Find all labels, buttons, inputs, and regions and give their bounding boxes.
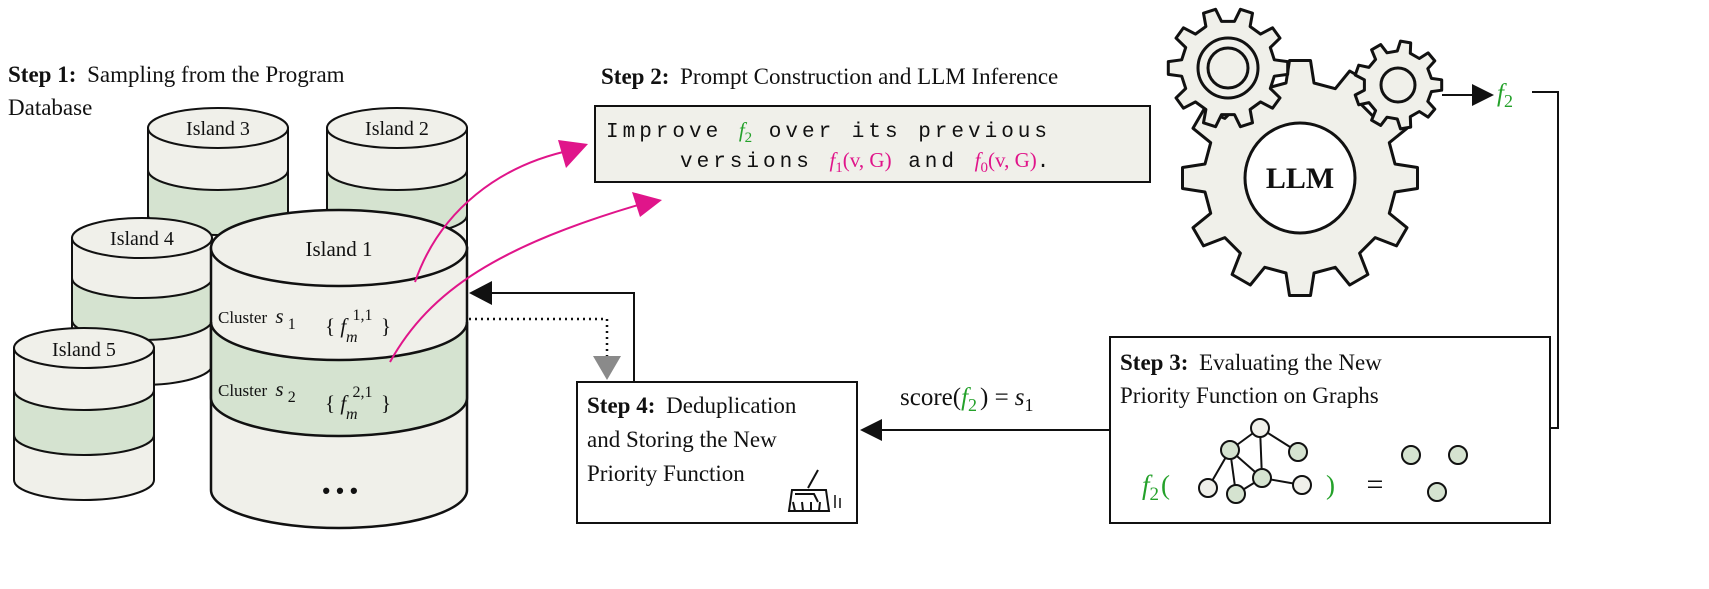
sample-arrow-1-head — [558, 140, 588, 168]
step4-text-line3: Priority Function — [587, 461, 745, 486]
step3-text-line2: Priority Function on Graphs — [1120, 383, 1379, 408]
gear-right-ring-0 — [1379, 66, 1417, 104]
island-2-label: Island 2 — [365, 118, 429, 140]
step2-title: Step 2: Prompt Construction and LLM Infe… — [601, 64, 1058, 89]
cluster-s1-set: { f 1,1 — [325, 307, 372, 338]
dedup-arrow — [469, 317, 621, 380]
sample-arrow-2-head — [632, 192, 662, 217]
step3-title: Step 3: Evaluating the New — [1120, 350, 1382, 375]
svg-text:Step 2: Prompt Construct: Step 2: Prompt Construction and LLM Infe… — [601, 64, 1058, 89]
prompt-line2: versions f1(v, G) and f0(v, G). — [680, 148, 1053, 176]
sample-arrow-1 — [414, 149, 573, 283]
step1-bold: Step 1: — [8, 62, 76, 87]
llm-label: LLM — [1266, 162, 1334, 195]
sampling-arrows — [389, 140, 662, 363]
llm-core — [1243, 121, 1357, 235]
small-gear-right-icon — [1353, 39, 1444, 131]
small-gear-left-icon — [1166, 7, 1290, 129]
step4-text-line2: and Storing the New — [587, 427, 777, 452]
prompt-box: Improve f2 over its previous versions f1… — [594, 105, 1151, 183]
gear-left-ring-1 — [1206, 46, 1250, 90]
step4-box: Step 4: Deduplication and Storing the Ne… — [576, 381, 858, 524]
llm-output-f2: f2 — [1497, 80, 1513, 111]
step3-formula-close: ) — [1326, 470, 1335, 500]
sample-arrow-2 — [389, 202, 646, 363]
cluster-s2-sub: m — [346, 406, 358, 423]
llm-gears: LLM — [1166, 7, 1444, 297]
island-5-label: Island 5 — [52, 339, 116, 361]
broom-icon — [787, 469, 841, 512]
selected-nodes-icon — [1401, 445, 1468, 502]
step4-title: Step 4: Deduplication — [587, 393, 797, 418]
island-3-label: Island 3 — [186, 118, 250, 140]
cluster-s2-close: } — [381, 391, 391, 415]
island-4-label: Island 4 — [110, 228, 174, 250]
step3-formula-f2: f2( — [1142, 470, 1170, 505]
cluster-s1-label: Cluster s 1 — [218, 304, 296, 333]
island-5-database: Island 5 — [13, 327, 155, 501]
store-arrow — [469, 281, 635, 382]
prompt-line1: Improve f2 over its previous — [606, 118, 1051, 149]
step1-text-line1: Sampling from the Program — [87, 62, 345, 87]
step3-equals: = — [1367, 468, 1384, 501]
more-clusters-ellipsis: • • • — [322, 478, 357, 503]
island-1-label: Island 1 — [305, 237, 372, 261]
cluster-s2-set: { f 2,1 — [325, 384, 372, 415]
svg-text:Step 1: Sampling from th: Step 1: Sampling from the Program — [8, 62, 345, 87]
step1-text-line2: Database — [8, 95, 92, 120]
cluster-s1-close: } — [381, 314, 391, 338]
score-label: score(f2) =s1 — [900, 384, 1033, 415]
graph-icon — [1198, 418, 1312, 504]
score-arrow: score(f2) =s1 — [860, 384, 1110, 441]
step3-box: Step 3: Evaluating the New Priority Func… — [1109, 336, 1551, 524]
island-1-database: Island 1 Cluster s 1 { f 1,1 m } Cluster… — [209, 208, 469, 530]
cluster-s1-sub: m — [346, 329, 358, 346]
cluster-s2-label: Cluster s 2 — [218, 377, 296, 406]
step1-title: Step 1: Sampling from the Program Databa… — [8, 62, 345, 120]
